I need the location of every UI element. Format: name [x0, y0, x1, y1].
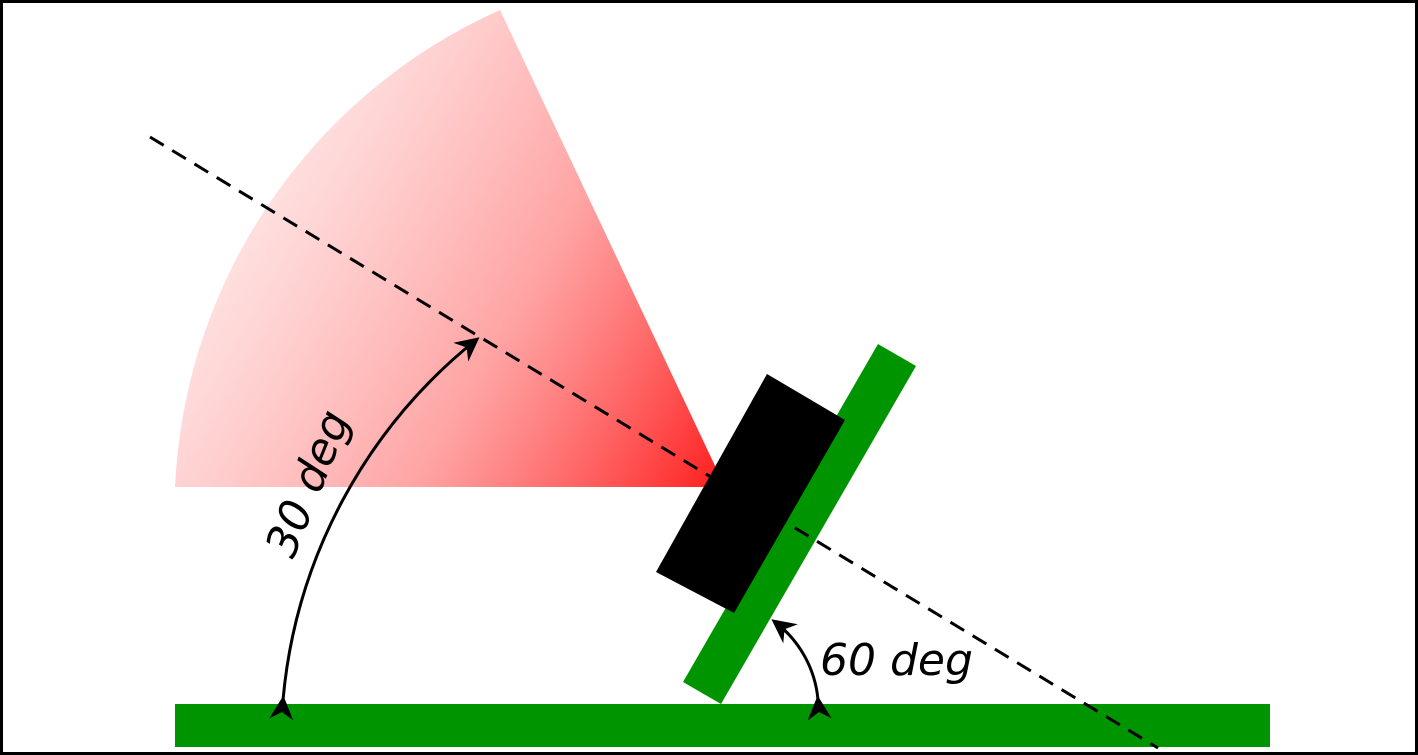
- mounting-board: [683, 344, 916, 704]
- ground-bar: [175, 704, 1270, 747]
- optical-axis-line: [149, 135, 1159, 750]
- angle-arc-60: [771, 619, 832, 721]
- sensor-block: [656, 374, 845, 613]
- angle-arc-30: [269, 337, 480, 721]
- angle-label-60: 60 deg: [820, 635, 973, 686]
